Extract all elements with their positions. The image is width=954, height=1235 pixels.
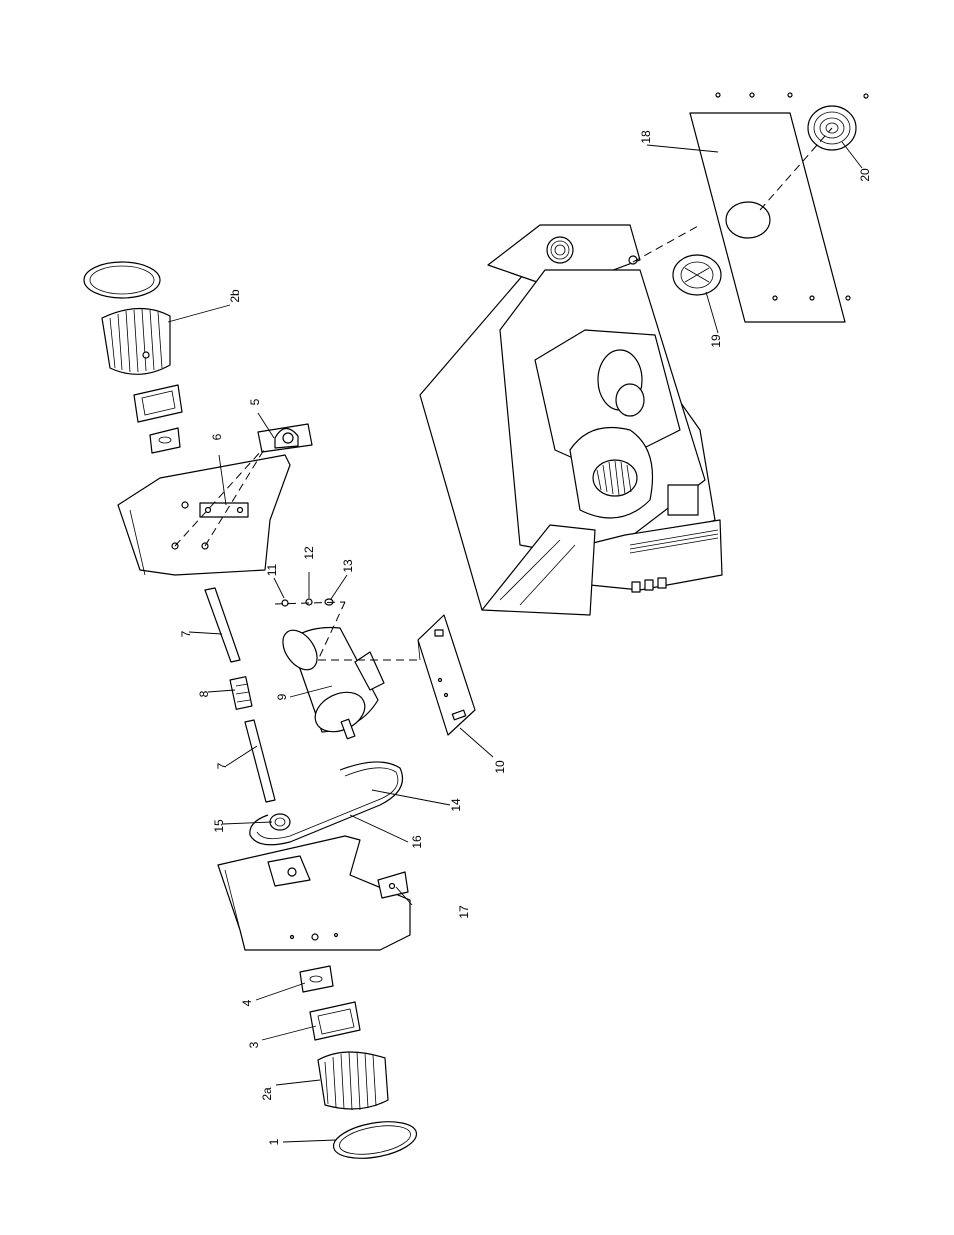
part-4-plate [300,966,333,992]
callout-2a: 2a [260,1087,274,1101]
callout-13: 13 [341,559,355,573]
callout-16: 16 [410,835,424,849]
part-16-belt [250,762,403,845]
callout-10: 10 [493,760,507,774]
callout-4: 4 [240,999,254,1006]
part-11-bolt [282,600,288,606]
callout-1: 1 [267,1138,281,1145]
callout-7-lower: 7 [215,762,229,769]
callout-19: 19 [709,334,723,348]
callout-20: 20 [858,168,872,182]
callout-15: 15 [212,819,226,833]
callout-5: 5 [248,398,262,405]
part-7-shaft-upper [205,588,240,662]
callout-14: 14 [449,798,463,812]
part-9-motor [276,624,384,739]
callout-12: 12 [302,546,316,560]
part-7-shaft-lower [245,720,275,802]
part-8-coupling [230,677,252,710]
part-lower-side-frame [218,836,410,950]
part-5-bearing [258,424,312,452]
callout-17: 17 [457,905,471,919]
callout-9: 9 [275,693,289,700]
part-1-ring [331,1116,420,1164]
part-18-opening [726,202,770,238]
assembled-motor-end [616,384,644,416]
part-upper-side-frame [118,455,290,575]
callout-6: 6 [210,433,224,440]
part-2b-blower-wheel [84,262,170,374]
part-plate-upper [150,428,180,453]
part-2a-blower-wheel [318,1052,388,1110]
part-15-pulley [270,814,290,830]
callout-8: 8 [197,690,211,697]
part-2b-ring [84,262,160,298]
callout-3: 3 [247,1041,261,1048]
callout-18: 18 [639,130,653,144]
part-19-fan [673,255,721,295]
callout-2b: 2b [228,289,242,303]
part-12-washer [306,599,312,605]
part-10-motor-base [418,615,475,735]
part-gasket-upper [134,385,182,422]
callout-7-upper: 7 [179,630,193,637]
assembled-access-plate [668,485,698,515]
callout-11: 11 [265,563,279,576]
